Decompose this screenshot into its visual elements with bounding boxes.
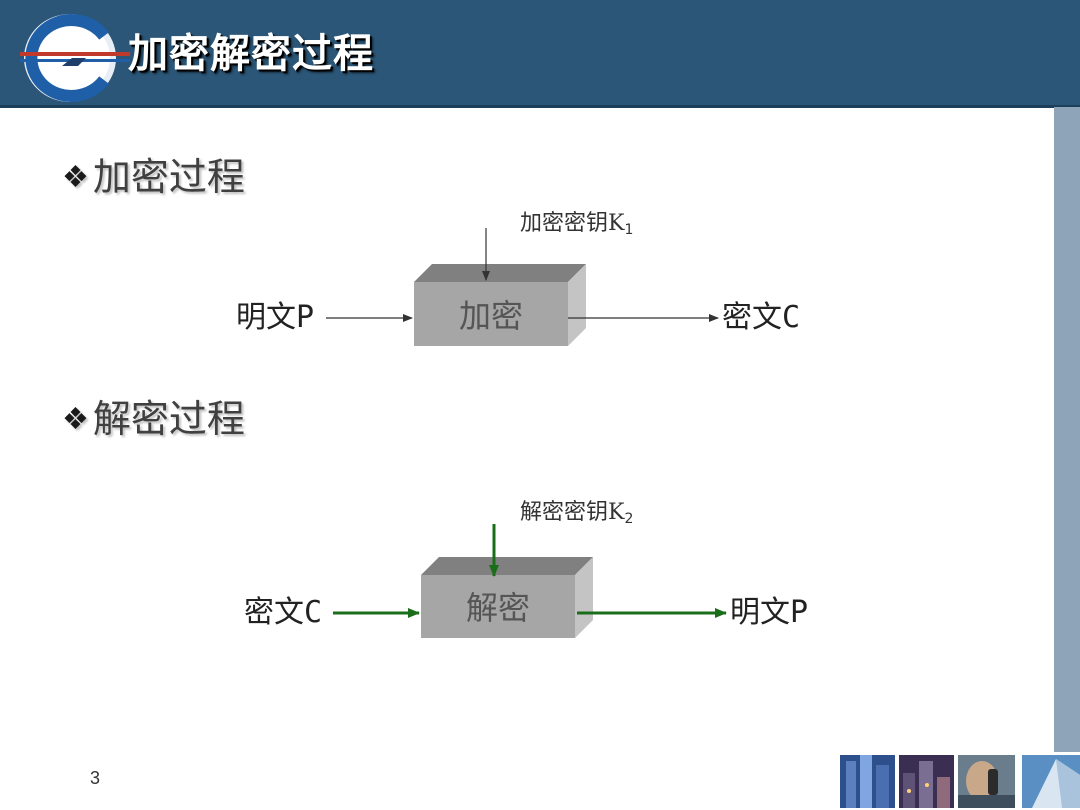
decrypt-box-label: 解密 <box>421 588 575 628</box>
encrypt-box-label: 加密 <box>414 296 568 336</box>
phone-call-thumbnail-icon <box>958 755 1015 808</box>
encrypt-output-label: 密文C <box>722 300 800 336</box>
encrypt-key-label: 加密密钥K1 <box>520 210 633 244</box>
page-number: 3 <box>90 768 100 789</box>
skyscraper-thumbnail-icon <box>1022 755 1080 808</box>
decrypt-output-label: 明文P <box>730 595 808 631</box>
city-night-thumbnail-icon <box>899 755 954 808</box>
encrypt-input-label: 明文P <box>236 300 314 336</box>
decrypt-input-label: 密文C <box>244 595 322 631</box>
building-thumbnail-icon <box>840 755 895 808</box>
decrypt-key-label: 解密密钥K2 <box>520 499 633 533</box>
